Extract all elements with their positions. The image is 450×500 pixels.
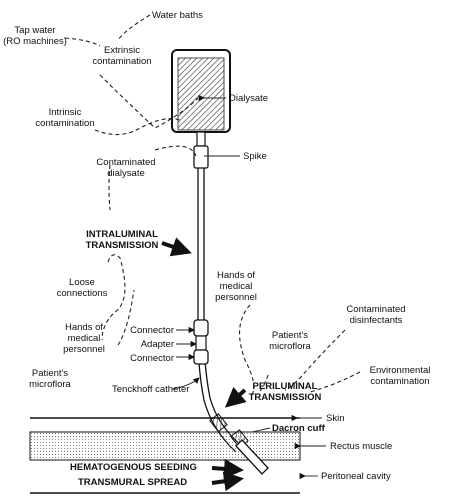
label-extrinsic-contamination: contamination xyxy=(92,56,151,67)
label-spike: Spike xyxy=(243,151,267,162)
label-hands-left-2: medical xyxy=(68,333,101,344)
hematogenous-arrow xyxy=(211,458,244,479)
label-hands-right-2: medical xyxy=(220,281,253,292)
periluminal-arrow xyxy=(225,386,247,408)
intraluminal-arrow xyxy=(161,237,192,257)
label-hands-right-3: personnel xyxy=(215,292,257,303)
label-skin: Skin xyxy=(326,413,344,424)
label-rectus-muscle: Rectus muscle xyxy=(330,441,392,452)
label-patients-microflora-left-1: Patient's xyxy=(32,368,68,379)
label-intrinsic-contamination: contamination xyxy=(35,118,94,129)
label-water-baths: Water baths xyxy=(152,10,203,21)
label-peritoneal-cavity: Peritoneal cavity xyxy=(321,471,391,482)
label-extrinsic: Extrinsic xyxy=(104,45,140,56)
label-hands-left-3: personnel xyxy=(63,344,105,355)
label-intraluminal-transmission: TRANSMISSION xyxy=(86,240,159,251)
transmural-arrow xyxy=(211,471,244,492)
label-patients-microflora-right-1: Patient's xyxy=(272,330,308,341)
label-loose-connections: connections xyxy=(57,288,108,299)
label-dialysate: Dialysate xyxy=(229,93,268,104)
label-contaminated-dialysate-2: dialysate xyxy=(107,168,145,179)
label-ro-machines: (RO machines) xyxy=(3,36,67,47)
catheter-tip xyxy=(235,439,269,475)
label-tap-water: Tap water xyxy=(14,25,55,36)
label-environmental-contamination: contamination xyxy=(370,376,429,387)
label-intrinsic: Intrinsic xyxy=(49,107,82,118)
label-patients-microflora-right-2: microflora xyxy=(269,341,311,352)
dialysate-bag xyxy=(171,49,231,147)
connector-assembly xyxy=(193,319,209,365)
label-connector-top: Connector xyxy=(130,325,174,336)
label-contaminated-disinfectants-2: disinfectants xyxy=(350,315,403,326)
label-connector-bottom: Connector xyxy=(130,353,174,364)
label-hands-right-1: Hands of xyxy=(217,270,255,281)
dashed-paths xyxy=(64,14,361,396)
label-adapter: Adapter xyxy=(141,339,174,350)
label-loose: Loose xyxy=(69,277,95,288)
spike-connector xyxy=(193,145,209,169)
label-hematogenous-seeding: HEMATOGENOUS SEEDING xyxy=(70,462,197,473)
catheter-tubing xyxy=(197,168,243,453)
label-contaminated-disinfectants-1: Contaminated xyxy=(346,304,405,315)
label-hands-left-1: Hands of xyxy=(65,322,103,333)
label-periluminal: PERILUMINAL xyxy=(253,381,318,392)
label-environmental: Environmental xyxy=(370,365,431,376)
leader-lines xyxy=(171,94,326,480)
label-contaminated-dialysate-1: Contaminated xyxy=(96,157,155,168)
label-patients-microflora-left-2: microflora xyxy=(29,379,71,390)
rectus-muscle-layer xyxy=(29,431,301,461)
label-dacron-cuff: Dacron cuff xyxy=(272,423,326,434)
label-tenckhoff-catheter: Tenckhoff catheter xyxy=(112,384,189,395)
label-periluminal-transmission: TRANSMISSION xyxy=(249,392,322,403)
label-transmural-spread: TRANSMURAL SPREAD xyxy=(78,477,187,488)
label-intraluminal: INTRALUMINAL xyxy=(86,229,158,240)
